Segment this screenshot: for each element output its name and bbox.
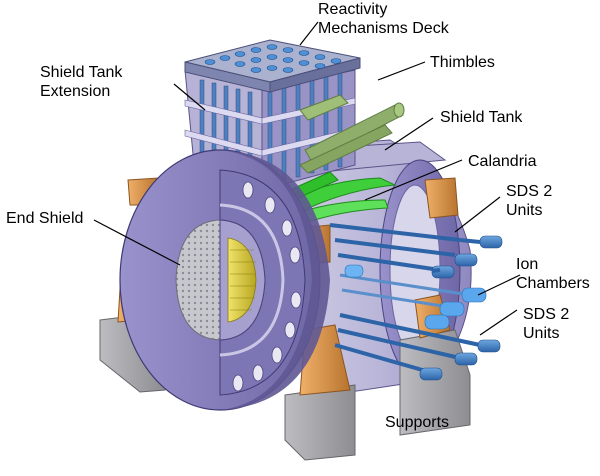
label-reactivity-mechanisms-deck: Reactivity Mechanisms Deck [318,0,449,38]
label-ion-chambers: Ion Chambers [516,255,590,293]
label-sds2-units-lower: SDS 2 Units [523,305,569,343]
label-sds2-upper-line2: Units [506,202,543,219]
reactivity-mechanisms-deck [184,39,361,93]
label-sds2-upper-line1: SDS 2 [506,183,553,200]
label-shield-tank: Shield Tank [440,109,523,126]
label-ion-line2: Chambers [516,275,590,292]
label-supports: Supports [385,414,450,431]
label-thimbles: Thimbles [430,54,495,71]
label-sds2-lower-line1: SDS 2 [523,306,570,323]
label-shield-tank-extension-line2: Extension [40,83,111,100]
end-shield [119,149,330,411]
sds2-tubes-upper [329,223,503,279]
ion-chambers [339,264,487,330]
label-calandria: Calandria [468,153,537,170]
label-shield-tank-extension-line1: Shield Tank [40,64,123,81]
label-ion-line1: Ion [516,256,539,273]
leader-lines [93,21,521,336]
label-end-shield: End Shield [6,210,84,227]
sds2-tubes-lower [334,313,501,381]
label-reactivity-line2: Mechanisms Deck [318,20,449,37]
label-reactivity-line1: Reactivity [318,1,388,18]
thimbles [299,94,405,174]
label-shield-tank-extension: Shield Tank Extension [40,63,122,101]
label-sds2-units-upper: SDS 2 Units [506,182,552,220]
label-sds2-lower-line2: Units [523,325,560,342]
